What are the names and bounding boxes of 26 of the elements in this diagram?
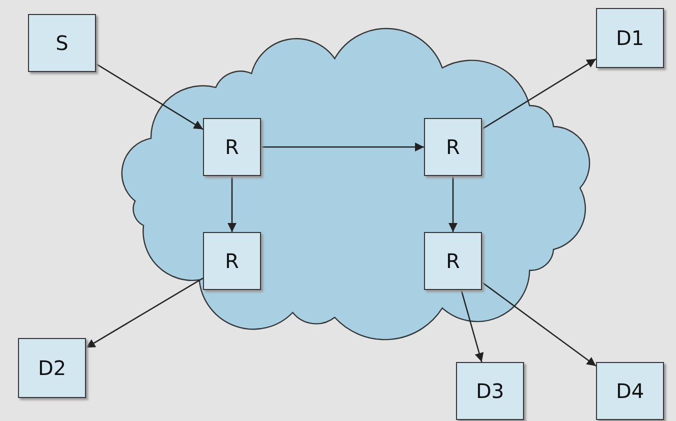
- node-box: [596, 8, 664, 68]
- node-label: D2: [38, 356, 66, 380]
- arrow: [86, 278, 204, 348]
- node-label: D1: [616, 26, 644, 50]
- node-box: [203, 118, 261, 176]
- node-label: R: [446, 135, 460, 159]
- node-box: [28, 14, 96, 72]
- node-box: [424, 232, 482, 290]
- node-box: [203, 232, 261, 290]
- node-label: S: [56, 31, 68, 55]
- arrow: [227, 176, 237, 232]
- arrow: [482, 58, 596, 130]
- node-label: D3: [476, 379, 504, 403]
- arrow: [448, 176, 458, 232]
- node-box: [596, 362, 664, 420]
- node-label: R: [446, 249, 460, 273]
- node-label: R: [225, 135, 239, 159]
- arrow: [96, 63, 204, 130]
- node-label: D4: [616, 379, 644, 403]
- node-box: [18, 338, 86, 398]
- node-box: [424, 118, 482, 176]
- arrow: [261, 142, 424, 152]
- node-box: [456, 362, 524, 420]
- arrow: [460, 290, 484, 362]
- node-label: R: [225, 249, 239, 273]
- arrow: [482, 282, 596, 367]
